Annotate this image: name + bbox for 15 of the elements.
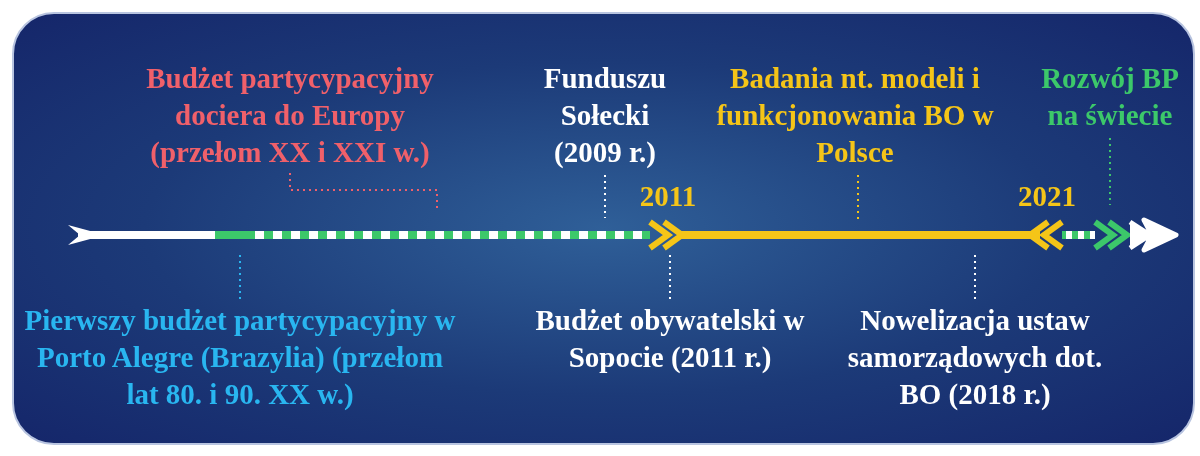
leader-line [857, 174, 859, 221]
leader-line [239, 254, 241, 301]
event-text: Rozwój BP na świecie [1027, 60, 1193, 134]
leader-line [669, 254, 671, 301]
year-label: 2011 [638, 179, 698, 214]
event-text: Funduszu Sołecki (2009 r.) [530, 60, 680, 171]
event-text: Budżet partycypacyjny dociera do Europy (przełom XX i XXI w.) [130, 60, 450, 171]
event-text: Badania nt. modeli i funkcjonowania BO w Polsce [715, 60, 995, 171]
leader-line [1109, 137, 1111, 206]
event-text: Nowelizacja ustaw samorządowych dot. BO (2018 r.) [842, 302, 1108, 413]
leader-line [604, 174, 606, 219]
event-text: Budżet obywatelski w Sopocie (2011 r.) [532, 302, 808, 376]
leader-line [974, 254, 976, 301]
event-text: Pierwszy budżet partycypacyjny w Porto Alegre (Brazylia) (przełom lat 80. i 90. XX w.) [20, 302, 460, 413]
year-label: 2021 [1017, 179, 1077, 214]
